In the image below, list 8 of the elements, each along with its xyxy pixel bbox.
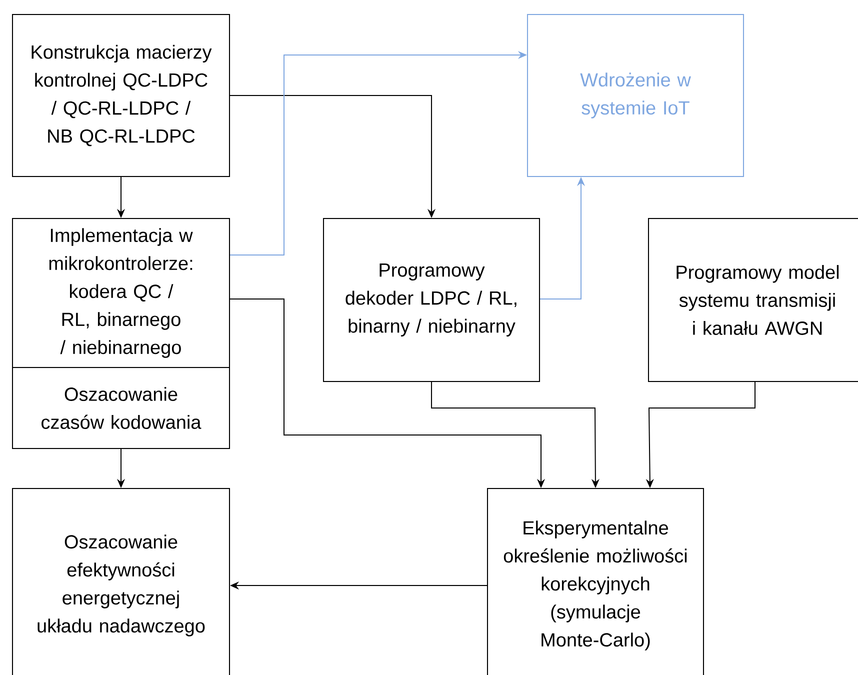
process-box: Programowy dekoder LDPC / RL, binarny / niebinarny [323,218,540,382]
process-box: Oszacowanie efektywności energetycznej układu nadawczego [12,488,230,675]
process-box: Konstrukcja macierzy kontrolnej QC-LDPC / QC-RL-LDPC / NB QC-RL-LDPC [12,14,230,177]
process-box: Implementacja w mikrokontrolerze: kodera QC / RL, binarnego / niebinarnego [12,218,230,368]
process-box: Programowy model systemu transmisji i kanału AWGN [648,218,858,382]
process-box: Eksperymentalne określenie możliwości korekcyjnych (symulacje Monte-Carlo) [487,488,704,675]
process-box: Oszacowanie czasów kodowania [12,367,230,449]
process-box: Wdrożenie w systemie IoT [527,14,744,177]
